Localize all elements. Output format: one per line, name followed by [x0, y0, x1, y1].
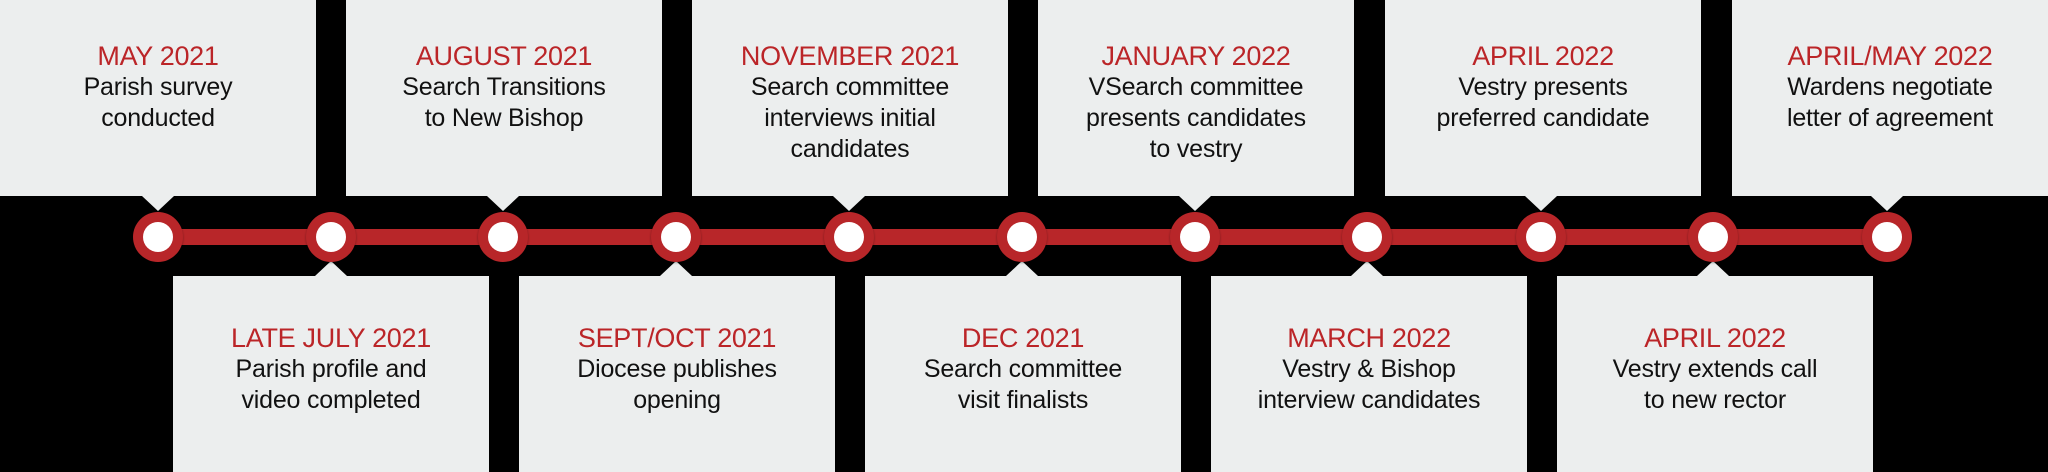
timeline-node	[1688, 212, 1738, 262]
node-center	[143, 222, 173, 252]
timeline-node	[824, 212, 874, 262]
event-description: Search committee interviews initial cand…	[750, 73, 950, 163]
timeline-node	[1862, 212, 1912, 262]
timeline-node	[1170, 212, 1220, 262]
event-date: AUGUST 2021	[415, 41, 593, 71]
event-card-november-2021: NOVEMBER 2021 Search committee interview…	[692, 0, 1008, 196]
callout-pointer	[487, 196, 519, 211]
event-date: MAY 2021	[97, 41, 219, 71]
callout-pointer	[1697, 261, 1729, 276]
callout-pointer	[1351, 261, 1383, 276]
event-date: DEC 2021	[961, 323, 1085, 353]
timeline-node	[651, 212, 701, 262]
event-card-august-2021: AUGUST 2021 Search Transitions to New Bi…	[346, 0, 662, 196]
event-description: Diocese publishes opening	[577, 355, 777, 414]
event-card-late-july-2021: LATE JULY 2021 Parish profile and video …	[173, 276, 489, 472]
node-center	[1007, 222, 1037, 252]
event-description: Vestry extends call to new rector	[1612, 355, 1818, 414]
event-description: Parish survey conducted	[83, 73, 233, 132]
timeline-node	[306, 212, 356, 262]
event-card-april-may-2022: APRIL/MAY 2022 Wardens negotiate letter …	[1732, 0, 2048, 196]
event-description: VSearch committee presents candidates to…	[1086, 73, 1306, 163]
event-date: MARCH 2022	[1287, 323, 1451, 353]
event-date: JANUARY 2022	[1101, 41, 1291, 71]
event-description: Parish profile and video completed	[235, 355, 427, 414]
event-card-april-2022-call: APRIL 2022 Vestry extends call to new re…	[1557, 276, 1873, 472]
callout-pointer	[315, 261, 347, 276]
node-center	[1872, 222, 1902, 252]
timeline-node	[133, 212, 183, 262]
callout-pointer	[142, 196, 174, 211]
event-card-sept-oct-2021: SEPT/OCT 2021 Diocese publishes opening	[519, 276, 835, 472]
event-description: Vestry presents preferred candidate	[1436, 73, 1650, 132]
event-description: Wardens negotiate letter of agreement	[1786, 73, 1994, 132]
callout-pointer	[833, 196, 865, 211]
event-card-january-2022: JANUARY 2022 VSearch committee presents …	[1038, 0, 1354, 196]
timeline-node	[997, 212, 1047, 262]
event-date: SEPT/OCT 2021	[577, 323, 777, 353]
event-date: APRIL 2022	[1644, 323, 1786, 353]
callout-pointer	[660, 261, 692, 276]
event-description: Search committee visit finalists	[923, 355, 1123, 414]
callout-pointer	[1525, 196, 1557, 211]
event-date: NOVEMBER 2021	[740, 41, 960, 71]
event-description: Vestry & Bishop interview candidates	[1257, 355, 1481, 414]
callout-pointer	[1006, 261, 1038, 276]
event-date: APRIL 2022	[1472, 41, 1614, 71]
callout-pointer	[1179, 196, 1211, 211]
node-center	[1180, 222, 1210, 252]
timeline-node	[1516, 212, 1566, 262]
timeline-node	[1342, 212, 1392, 262]
event-description: Search Transitions to New Bishop	[402, 73, 606, 132]
callout-pointer	[1871, 196, 1903, 211]
timeline-node	[478, 212, 528, 262]
node-center	[1526, 222, 1556, 252]
node-center	[316, 222, 346, 252]
node-center	[488, 222, 518, 252]
node-center	[834, 222, 864, 252]
event-card-may-2021: MAY 2021 Parish survey conducted	[0, 0, 316, 196]
node-center	[1352, 222, 1382, 252]
node-center	[661, 222, 691, 252]
node-center	[1698, 222, 1728, 252]
event-date: LATE JULY 2021	[231, 323, 431, 353]
event-date: APRIL/MAY 2022	[1787, 41, 1993, 71]
event-card-dec-2021: DEC 2021 Search committee visit finalist…	[865, 276, 1181, 472]
event-card-april-2022-presents: APRIL 2022 Vestry presents preferred can…	[1385, 0, 1701, 196]
event-card-march-2022: MARCH 2022 Vestry & Bishop interview can…	[1211, 276, 1527, 472]
